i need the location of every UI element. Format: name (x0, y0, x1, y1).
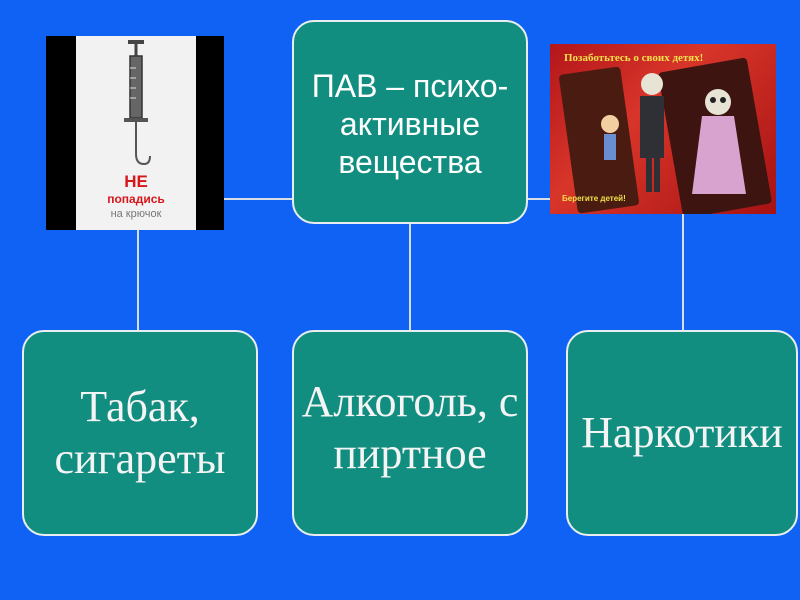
poster-left-line2: попадись (76, 192, 196, 206)
category-label-alcohol: Алкоголь, спиртное (294, 376, 526, 480)
poster-right-footer: Берегите детей! (562, 194, 626, 203)
center-node: ПАВ – психо-активные вещества (292, 20, 528, 224)
category-label-drugs: Наркотики (572, 407, 792, 459)
poster-skeletons: Позаботьтесь о своих детях! Берегите дет… (550, 44, 776, 214)
connector-center (409, 222, 411, 330)
connector-right (682, 198, 684, 330)
category-node-drugs: Наркотики (566, 330, 798, 536)
center-node-label: ПАВ – психо-активные вещества (294, 63, 526, 181)
poster-syringe: НЕ попадись на крючок (46, 36, 224, 230)
poster-left-line3: на крючок (76, 208, 196, 220)
category-node-alcohol: Алкоголь, спиртное (292, 330, 528, 536)
category-label-tobacco: Табак, сигареты (24, 381, 256, 485)
category-node-tobacco: Табак, сигареты (22, 330, 258, 536)
poster-right-headline: Позаботьтесь о своих детях! (564, 52, 764, 64)
poster-left-line1: НЕ (76, 172, 196, 192)
skeleton-figures-image (550, 44, 776, 214)
